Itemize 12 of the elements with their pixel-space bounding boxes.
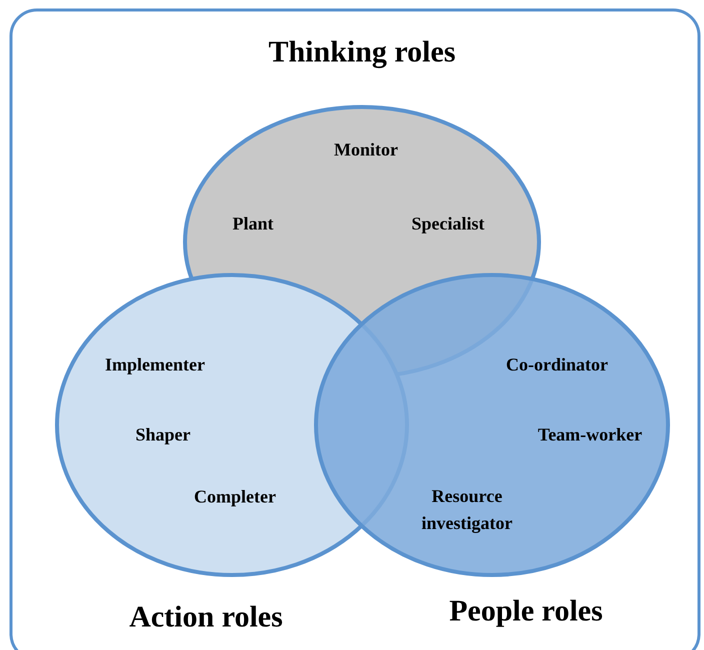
role-label: Implementer — [105, 354, 205, 376]
role-label: Resource investigator — [420, 485, 514, 535]
role-label: Co-ordinator — [506, 354, 608, 376]
role-label: Completer — [194, 486, 276, 508]
role-label: Plant — [232, 212, 274, 236]
role-label: Shaper — [136, 424, 190, 446]
role-label: Monitor — [334, 138, 398, 162]
role-label: Team-worker — [538, 424, 642, 446]
group-heading: Thinking roles — [268, 34, 456, 70]
group-heading: People roles — [449, 594, 603, 630]
role-label: Specialist — [412, 212, 484, 236]
group-heading: Action roles — [129, 600, 283, 636]
